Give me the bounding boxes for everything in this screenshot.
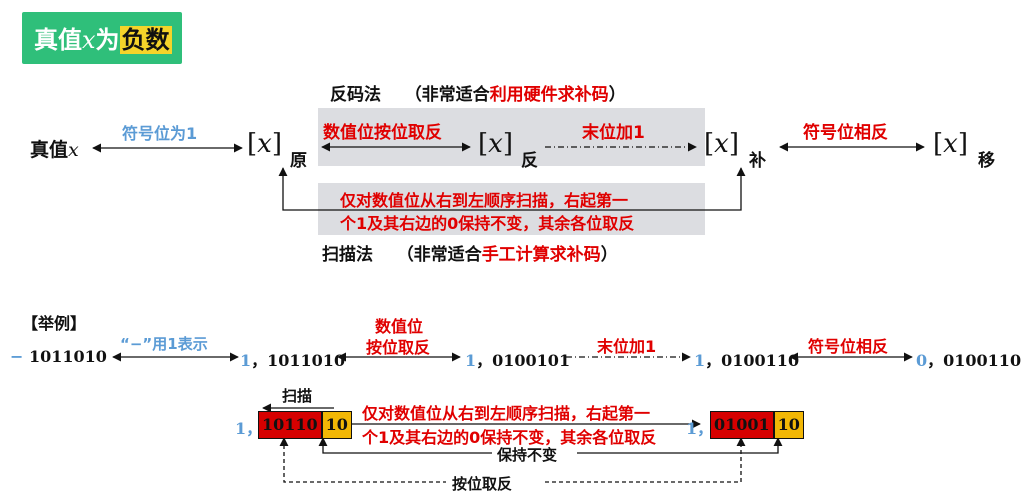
yi-subscript: 移 — [978, 151, 995, 171]
right-yellow-cell: 10 — [773, 411, 804, 439]
left-yellow-cell: 10 — [321, 411, 352, 439]
example-shuzhi-line1: 数值位 — [375, 317, 424, 336]
yuan-subscript: 原 — [290, 151, 307, 171]
example-shuzhi-line2: 按位取反 — [366, 338, 431, 357]
fanma-heading: 反码法 （非常适合利用硬件求补码） — [330, 85, 626, 105]
shuzhi-qufan-label: 数值位按位取反 — [323, 123, 442, 143]
bu-subscript: 补 — [749, 151, 766, 171]
left-red-cell: 10110 — [258, 411, 322, 439]
example-fuhao-xiangfan: 符号位相反 — [808, 337, 889, 356]
example-scan-rule-line2: 个1及其右边的0保持不变，其余各位取反 — [362, 428, 657, 447]
scan-label: 扫描 — [282, 387, 313, 405]
scan-rule-line1: 仅对数值位从右到左顺序扫描，右起第一 — [340, 191, 629, 210]
example-true-value: − 1011010 — [10, 347, 107, 366]
page-title: 真值x为负数 — [34, 26, 172, 54]
x-bu-symbol: [x] — [704, 129, 739, 159]
x-yuan-symbol: [x] — [247, 129, 282, 159]
fan-subscript: 反 — [521, 151, 538, 171]
keep-unchanged-label: 保持不变 — [497, 446, 558, 464]
example-buma: 1，0100110 — [694, 351, 800, 370]
x-fan-symbol: [x] — [478, 129, 513, 159]
saomiao-panel — [318, 183, 705, 235]
fuhao-xiangfan-label: 符号位相反 — [803, 123, 888, 143]
example-yima: 0，0100110 — [916, 351, 1022, 370]
fanma-panel — [318, 108, 705, 166]
minus-rule-label: “−”用1表示 — [120, 335, 208, 353]
saomiao-heading: 扫描法 （非常适合手工计算求补码） — [322, 245, 618, 265]
mo-jia1-label: 末位加1 — [582, 123, 645, 143]
example-mo-jia1: 末位加1 — [597, 337, 657, 356]
example-scan-rule-line1: 仅对数值位从右到左顺序扫描，右起第一 — [362, 404, 651, 423]
scan-rule-line2: 个1及其右边的0保持不变，其余各位取反 — [340, 214, 635, 233]
zhenzhi-label: 真值x — [30, 139, 79, 161]
sign-bit-1-label: 符号位为1 — [122, 124, 198, 143]
example-label: 【举例】 — [22, 314, 87, 333]
example-fanma: 1，0100101 — [465, 351, 571, 370]
scan-left-prefix: 1， — [235, 419, 263, 438]
bitwise-invert-label: 按位取反 — [452, 475, 513, 493]
scan-right-prefix: 1， — [686, 419, 714, 438]
example-yuanma: 1，1011010 — [240, 351, 346, 370]
right-red-cell: 01001 — [710, 411, 774, 439]
x-yi-symbol: [x] — [933, 129, 968, 159]
